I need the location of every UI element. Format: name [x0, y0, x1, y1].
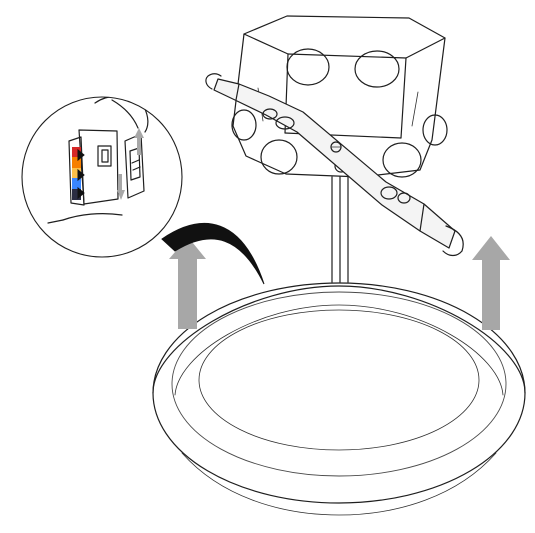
switch-slider-mark-1	[131, 159, 140, 164]
detail-lower-rim	[62, 213, 123, 221]
knockout-bottom-left	[260, 139, 298, 175]
detail-circle	[21, 96, 183, 258]
bracket-hole-left	[262, 108, 278, 120]
fixture-inner-ring	[171, 291, 507, 477]
knockout-side-left	[231, 109, 257, 141]
fixture-bottom-edge	[181, 452, 497, 516]
knockout-side-right	[422, 114, 448, 146]
knockout-top-left	[286, 48, 330, 86]
magnifier-icon	[21, 96, 183, 258]
right-arrow-group	[472, 236, 510, 330]
light-fixture-icon	[152, 282, 526, 516]
color-strip-frame	[68, 136, 85, 206]
fixture-rim	[152, 285, 526, 394]
double-arrow-icon	[117, 174, 125, 200]
bracket-right-lip	[419, 203, 425, 232]
triangle-indicator-1	[77, 148, 85, 162]
bracket-center-hole	[330, 141, 342, 153]
fixture-lens	[198, 309, 480, 451]
color-dark	[72, 189, 81, 200]
knockout-top-right	[354, 50, 400, 88]
fixture-rim-inner	[174, 304, 504, 396]
detail-pointer	[161, 223, 265, 285]
up-arrow-icon	[472, 236, 510, 330]
switch-thumb	[101, 149, 109, 163]
bracket-slot-left	[275, 116, 295, 130]
switch-slider-track	[129, 147, 141, 181]
bracket-hole-right	[397, 192, 411, 204]
color-red	[72, 147, 81, 157]
left-arrow-group	[169, 237, 206, 329]
detail-lower-rim-left	[47, 219, 64, 224]
color-orange	[72, 157, 81, 168]
color-yellow	[72, 168, 81, 178]
mount-post	[331, 176, 349, 283]
detail-content	[47, 97, 149, 224]
bracket-body	[213, 78, 456, 249]
junction-box-icon	[231, 15, 448, 178]
box-front-right-edge	[400, 57, 407, 139]
mounting-bracket-icon	[205, 73, 464, 257]
box-right-seam	[411, 91, 419, 127]
bracket-end-curve	[442, 225, 464, 257]
callout-pointer	[161, 223, 265, 285]
bracket-start-curve	[205, 73, 222, 90]
color-blue	[72, 178, 81, 189]
triangle-indicator-2	[77, 168, 85, 182]
bracket-left-lip	[235, 83, 240, 101]
switch-slider-mark-2	[132, 166, 141, 171]
up-arrow-icon	[169, 237, 206, 329]
triangle-indicator-3	[77, 186, 85, 200]
switch-icon	[97, 145, 112, 167]
bracket-slot-right	[380, 186, 398, 200]
detail-top-inner-edge	[111, 99, 139, 129]
box-top-back-edge	[243, 33, 446, 59]
double-arrow-icon	[134, 128, 144, 155]
knockout-bottom-right	[382, 142, 422, 178]
